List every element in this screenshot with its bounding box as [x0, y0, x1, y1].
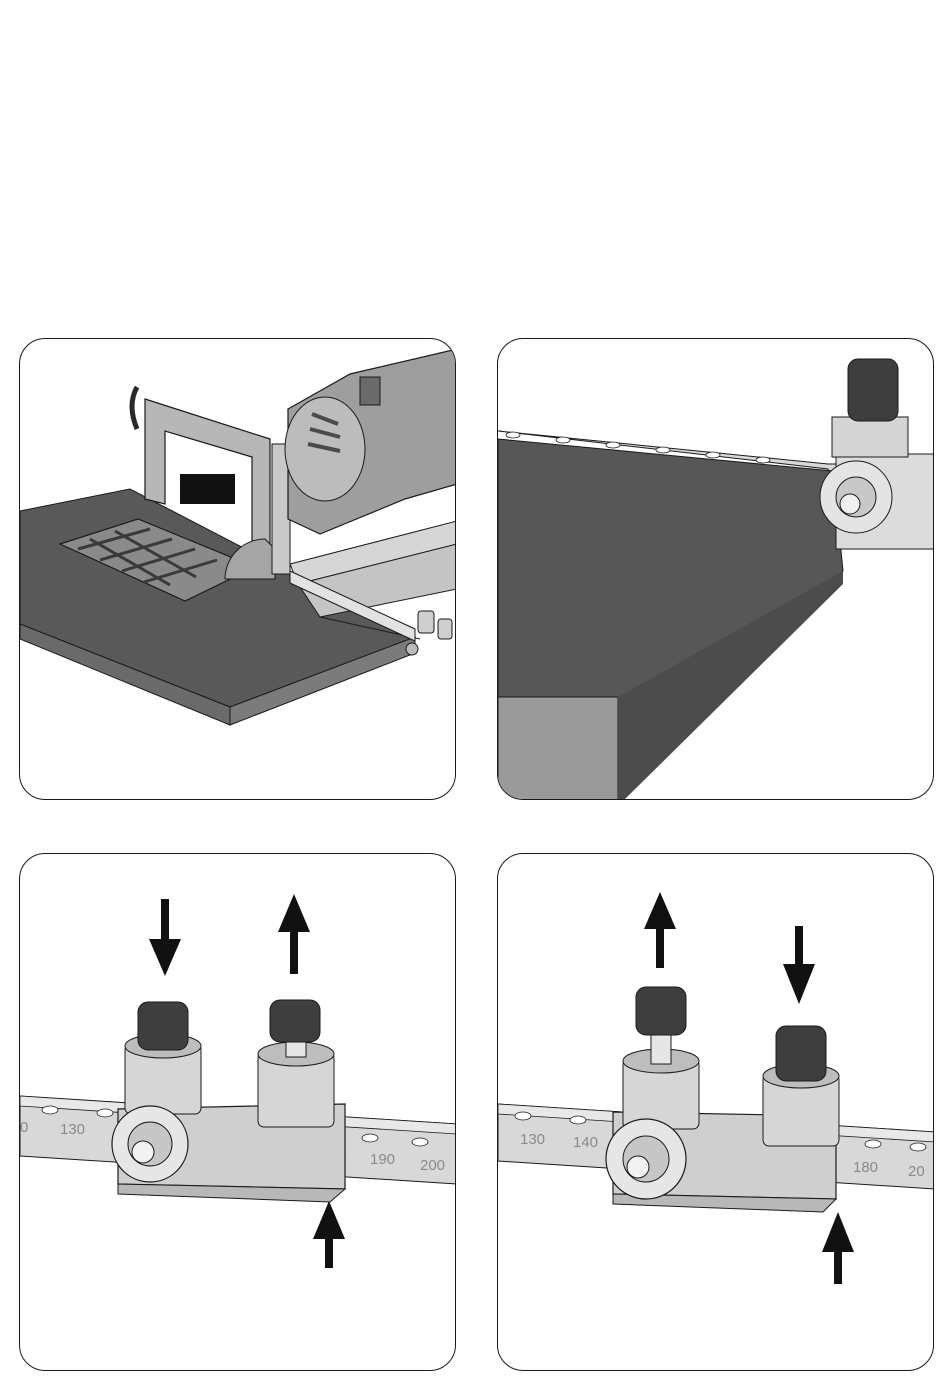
- arrow-down-icon: [783, 926, 815, 1004]
- stop-collar: [832, 417, 908, 457]
- scale-number: 140: [573, 1134, 598, 1151]
- workpiece-side: [498, 697, 618, 800]
- left-pin-knob: [636, 987, 686, 1035]
- arrow-down-icon: [149, 899, 181, 976]
- scale-number: 0: [20, 1119, 28, 1136]
- scale-number: 130: [60, 1121, 85, 1138]
- motor-switch: [360, 377, 380, 405]
- panel-stop-against-edge: [497, 338, 934, 800]
- right-pin-knob: [776, 1026, 826, 1081]
- stop-edge-illustration: [498, 339, 934, 800]
- scale-number: 190: [370, 1151, 395, 1168]
- stop-block-mini: [418, 611, 434, 633]
- arrow-up-icon: [822, 1212, 854, 1284]
- stop-adjust-illustration-1: 0 130 0 190 200: [20, 854, 456, 1371]
- arrow-up-icon: [278, 894, 310, 974]
- scale-number: 200: [420, 1157, 445, 1174]
- left-pin-knob: [138, 1002, 188, 1050]
- scale-number: 130: [520, 1131, 545, 1148]
- panel-stop-adjust-2: 130 140 180 20: [497, 853, 934, 1371]
- scale-number: 20: [908, 1163, 925, 1180]
- blade-slot: [180, 474, 235, 504]
- stop-pin-knob: [848, 359, 898, 421]
- panel-jointer-on-workpiece: [19, 338, 456, 800]
- stop-adjust-illustration-2: 130 140 180 20: [498, 854, 934, 1371]
- scale-number: 180: [853, 1159, 878, 1176]
- jointer-illustration: [20, 339, 456, 800]
- arrow-up-icon: [644, 892, 676, 968]
- fence-knob: [132, 387, 137, 429]
- right-pin-knob: [270, 1000, 320, 1042]
- panel-stop-adjust-1: 0 130 0 190 200: [19, 853, 456, 1371]
- arrow-up-icon: [313, 1201, 345, 1268]
